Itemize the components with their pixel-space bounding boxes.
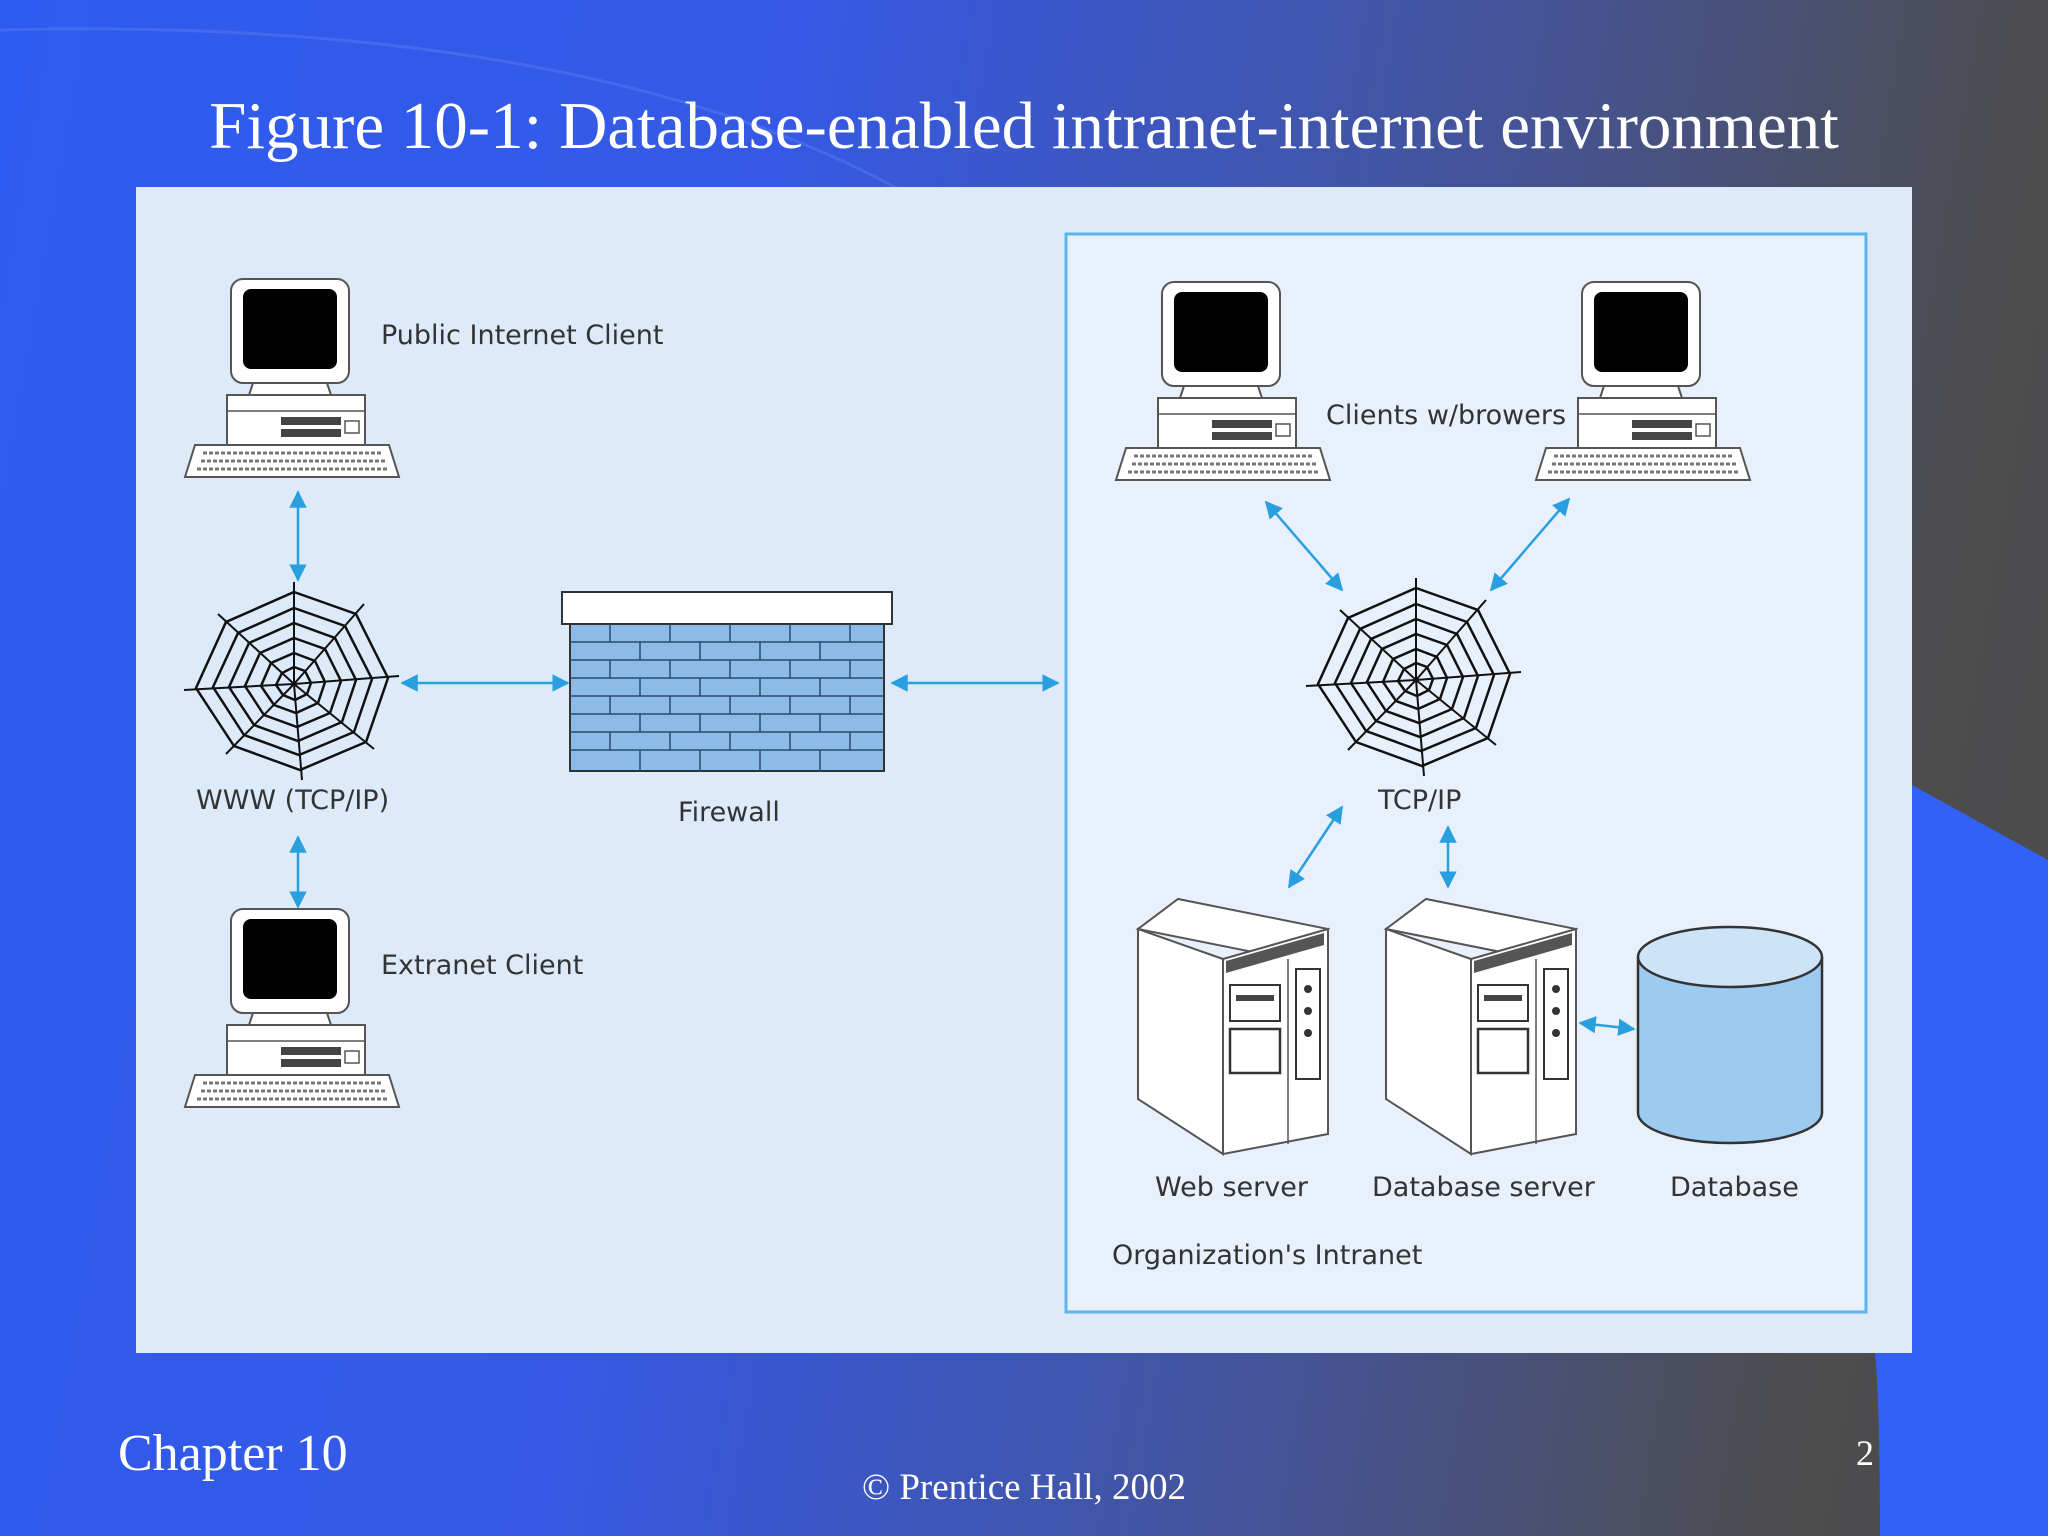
public-client-computer-icon: [183, 277, 401, 479]
diagram-panel: Public Internet Client WWW (TCP/IP) Extr…: [136, 187, 1912, 1353]
database-label: Database: [1670, 1172, 1799, 1203]
extranet-client-computer-icon: [183, 907, 401, 1109]
clients-label: Clients w/browers: [1326, 400, 1566, 431]
tcpip-label: TCP/IP: [1377, 785, 1461, 816]
www-web-icon: [182, 580, 401, 782]
arrow-dbserver-to-database: [1578, 1016, 1636, 1036]
slide-title: Figure 10-1: Database-enabled intranet-i…: [209, 89, 1839, 163]
network-diagram: Public Internet Client WWW (TCP/IP) Extr…: [182, 232, 1868, 1314]
arrow-client2-to-tcpip: [1489, 497, 1571, 592]
copyright-label: © Prentice Hall, 2002: [861, 1467, 1187, 1508]
web-server-label: Web server: [1155, 1172, 1309, 1203]
arrow-client1-to-tcpip: [1264, 500, 1344, 592]
arrow-tcpip-to-webserver: [1287, 805, 1344, 889]
intranet-label: Organization's Intranet: [1112, 1240, 1422, 1271]
public-client-label: Public Internet Client: [381, 320, 663, 351]
firewall-icon: [561, 591, 893, 772]
chapter-label: Chapter 10: [118, 1425, 348, 1482]
database-server-label: Database server: [1372, 1172, 1596, 1203]
extranet-client-label: Extranet Client: [381, 950, 583, 981]
www-label: WWW (TCP/IP): [196, 785, 389, 816]
firewall-label: Firewall: [678, 797, 780, 828]
database-icon: [1636, 925, 1824, 1145]
page-number: 2: [1856, 1433, 1874, 1473]
